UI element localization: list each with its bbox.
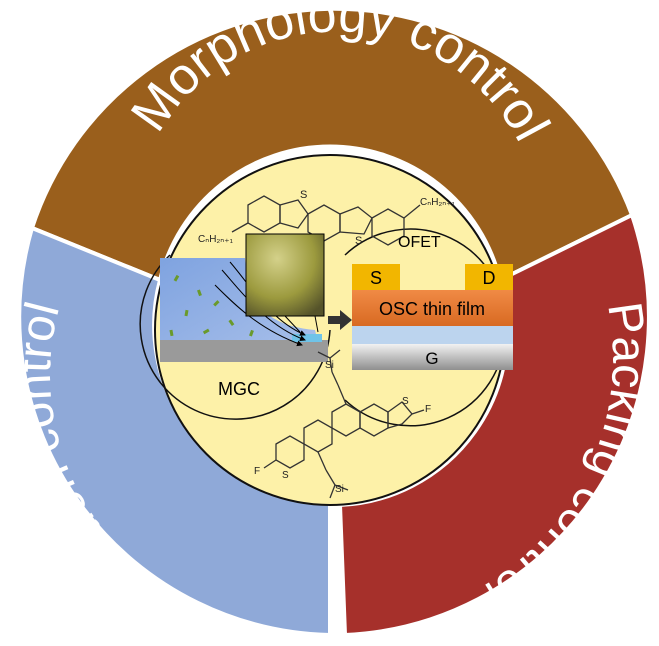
tes-s-bottom: S: [282, 470, 289, 481]
mgc-schematic: [160, 233, 328, 362]
tes-si-top: Si: [325, 360, 334, 371]
source-label: S: [370, 268, 382, 288]
btbt-s2: S: [355, 235, 362, 247]
gate-layer: [352, 344, 513, 370]
osc-film-layer: [352, 290, 513, 326]
tes-s-top: S: [402, 396, 409, 407]
mgc-label: MGC: [218, 379, 260, 399]
btbt-s1: S: [300, 189, 307, 201]
btbt-molecule: [231, 195, 421, 246]
ofet-label: OFET: [398, 234, 441, 251]
drain-label: D: [483, 268, 496, 288]
tes-f-bottom: F: [254, 466, 260, 477]
mgc-circle: [139, 254, 331, 420]
tes-si-bottom: Si: [335, 484, 344, 495]
segment-packing: [337, 212, 651, 638]
btbt-chain-right: CₙH₂ₙ₊₁: [420, 197, 456, 208]
tes-f-top: F: [425, 404, 431, 415]
gate-label: G: [425, 349, 438, 368]
drain-electrode: [465, 264, 513, 290]
dielectric-layer: [352, 326, 513, 344]
osc-film-label: OSC thin film: [379, 299, 485, 319]
btbt-chain-left: CₙH₂ₙ₊₁: [198, 234, 234, 245]
segment-morphology: [29, 6, 635, 283]
tes-adt-molecule: [263, 349, 425, 499]
source-electrode: [352, 264, 400, 290]
process-arrow: [328, 310, 352, 330]
